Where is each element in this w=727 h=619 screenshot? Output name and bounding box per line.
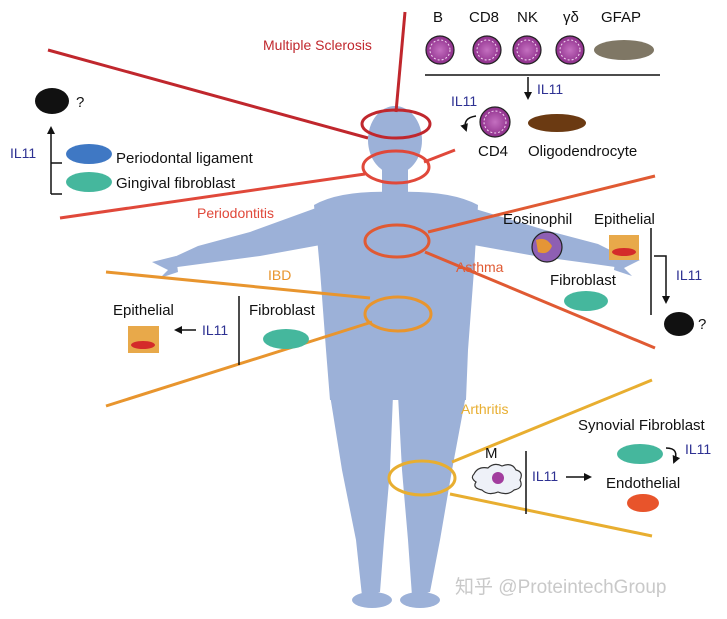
synovial-il11-label: IL11 [685,441,712,457]
periodontitis-callout [59,148,456,220]
gingival-label: Gingival fibroblast [116,175,236,192]
ms-label: Multiple Sclerosis [263,37,372,53]
ibd-cells [128,296,309,365]
ibd-label: IBD [268,267,292,283]
arthritis-il11-label: IL11 [532,468,559,484]
pdl-label: Periodontal ligament [116,150,253,167]
ms-autocrine-il11-label: IL11 [451,93,478,109]
endothelial-label: Endothelial [606,475,681,492]
ibd-epithelial-label: Epithelial [113,302,174,319]
perio-il11-label: IL11 [10,145,37,161]
cd8-cell-label: CD8 [469,9,500,26]
endothelial-cell [627,494,659,512]
head [368,106,422,174]
ibd-fibroblast-label: Fibroblast [249,302,315,319]
ms-cells [425,35,660,138]
perio-unknown-label: ? [76,94,85,111]
ms-focus-ring [360,108,432,140]
oligodendrocyte-cell [528,114,586,132]
periodontitis-focus-ring [361,149,431,185]
ibd-il11-label: IL11 [202,322,229,338]
gamma-delta-label: γδ [563,9,579,26]
cd4-autocrine-arrow [460,115,477,132]
cd4-label: CD4 [478,143,509,160]
nk-cell-label: NK [517,9,538,26]
asthma-epithelial-label: Epithelial [594,211,655,228]
asthma-fibroblast-label: Fibroblast [550,272,616,289]
synovial-autocrine-arrow [665,447,681,464]
cd8-cell [472,35,502,65]
nk-cell [512,35,542,65]
periodontitis-label: Periodontitis [197,205,275,221]
arthritis-cells [471,444,681,514]
left-foot [352,592,392,608]
gfap-label: GFAP [601,9,642,26]
left-leg [330,395,393,596]
gingival-cell [66,172,112,192]
arthritis-label: Arthritis [461,401,509,417]
asthma-cells [531,228,694,336]
asthma-arrow [654,255,670,304]
ibd-focus-ring [363,295,433,333]
asthma-focus-ring [363,223,431,259]
asthma-fibroblast-cell [564,291,608,311]
asthma-unknown-label: ? [698,316,707,333]
eosinophil-label: Eosinophil [503,211,573,228]
arthritis-callout [387,378,653,538]
left-arm [170,208,326,268]
perio-cells [35,88,112,195]
gamma-delta-cell [555,35,585,65]
b-cell [425,35,455,65]
ms-callout [47,11,432,140]
watermark: 知乎 @ProteintechGroup [455,577,667,598]
pdl-cell [66,144,112,164]
asthma-epithelial-cell [609,235,639,260]
perio-unknown-cell [35,88,69,114]
arthritis-focus-ring [387,459,457,497]
gfap-cell [594,40,654,60]
left-hand [152,256,178,278]
ibd-fibroblast-cell [263,329,309,349]
synovial-fibroblast-cell [617,444,663,464]
right-foot [400,592,440,608]
oligodendrocyte-label: Oligodendrocyte [528,143,638,160]
asthma-il11-label: IL11 [676,267,703,283]
asthma-label: Asthma [456,259,504,275]
asthma-callout [363,174,656,350]
synovial-fibroblast-label: Synovial Fibroblast [578,417,705,434]
ms-il11-label: IL11 [537,81,564,97]
b-cell-label: B [433,9,444,26]
macrophage-label: M [485,445,498,462]
asthma-unknown-cell [664,312,694,336]
